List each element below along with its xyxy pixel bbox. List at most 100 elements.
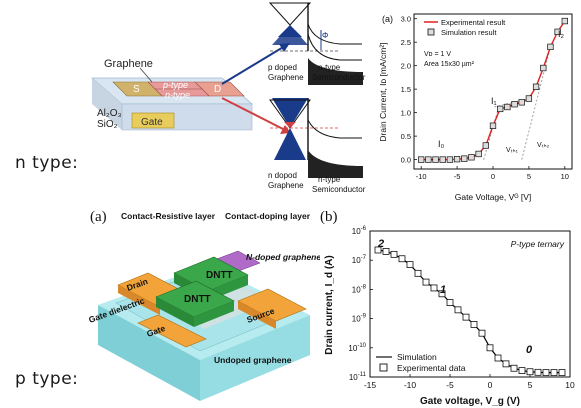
series-experimental-point	[478, 329, 486, 337]
chart-bottom-frame	[369, 230, 571, 378]
p-type-label: p-type	[162, 80, 188, 90]
n-type-device-figure: Graphene S D p-type n-type Al₂O₃ SiO₂ Ga…	[90, 2, 366, 194]
series-experimental-point	[438, 290, 446, 298]
bottom-panel-b: (b)	[320, 209, 338, 225]
guide-vth1	[483, 106, 500, 160]
n-doped-graphene-label: N-doped graphene	[246, 252, 320, 262]
band-diagram-n-doped	[269, 98, 363, 178]
series-simulation-point	[482, 142, 489, 149]
series-simulation-point	[489, 122, 497, 129]
condition-area: Area 15x30 µm²	[424, 61, 475, 68]
series-experimental-point	[502, 360, 510, 368]
series-simulation-point	[475, 150, 482, 158]
band2-right-label2: Semiconductor	[312, 185, 366, 194]
series-simulation-point	[525, 95, 533, 102]
series-experimental-point	[390, 250, 398, 258]
level-2-label: 2	[377, 238, 384, 250]
n-type-label: n type:	[15, 153, 79, 173]
drain-electrode-side	[118, 285, 160, 315]
series-simulation-point	[504, 103, 511, 111]
series-experimental-point	[534, 368, 542, 376]
arrow-to-top-band	[221, 45, 286, 85]
dntt-label-front: DNTT	[184, 294, 211, 305]
drain-label: D	[214, 84, 221, 95]
series-simulation-point	[547, 43, 554, 51]
band2-left-label2: Graphene	[268, 181, 304, 190]
series-simulation-point	[554, 28, 561, 35]
series-experimental-point	[462, 313, 470, 321]
contact-resistive-label: Contact-Resistive layer	[121, 211, 216, 221]
band1-left-label1: p doped	[268, 63, 297, 72]
series-simulation-point	[468, 154, 475, 161]
label-vth2: Vₜₕ₂	[537, 142, 550, 149]
y-tick-label: 1.5	[401, 85, 411, 94]
legend-marker-text: Simulation result	[441, 28, 497, 37]
band-diagram-p-doped: Φ	[268, 2, 363, 85]
y-tick-label: 10-6	[352, 226, 367, 236]
x-tick-label: 0	[491, 172, 495, 181]
condition-vd: Vᴅ = 1 V	[424, 51, 451, 58]
graphene-label: Graphene	[104, 58, 153, 70]
x-tick-label: 5	[527, 172, 531, 181]
series-experimental-point	[406, 261, 414, 268]
legend-exp-swatch	[379, 363, 388, 372]
bottom-panel-a: (a)	[90, 209, 107, 225]
legend-line-text: Experimental result	[441, 18, 506, 27]
series-experimental-point	[454, 306, 462, 314]
series-simulation-point	[418, 156, 425, 163]
dntt-label-back: DNTT	[206, 270, 233, 281]
dntt-block-front-front	[194, 301, 234, 327]
series-experimental-point	[430, 284, 438, 292]
series-simulation-point	[511, 101, 518, 108]
band1-left-label2: Graphene	[268, 73, 304, 82]
band1-right-label2: Semiconductor	[312, 73, 366, 82]
label-i2: I₂	[558, 29, 565, 39]
y-tick-label: 2.0	[401, 62, 411, 71]
chart-bottom-marks	[374, 246, 566, 377]
device-left-face	[92, 78, 122, 130]
series-simulation-point	[518, 99, 525, 106]
y-tick-label: 0.5	[401, 132, 411, 141]
p-type-label: p type:	[15, 369, 79, 389]
series-experimental-point	[510, 364, 518, 372]
series-simulation-point	[439, 156, 446, 163]
x-tick-label: 10	[561, 172, 569, 181]
graphene-leader	[139, 67, 153, 83]
y-tick-label: 3.0	[401, 15, 411, 24]
series-simulation-point	[561, 17, 568, 25]
y-tick-label: 2.5	[401, 38, 411, 47]
y-tick-label: 10-9	[352, 314, 367, 324]
chart-top-marks	[418, 17, 568, 163]
gate-label: Gate	[141, 117, 163, 128]
y-tick-label: 0.0	[401, 156, 411, 165]
legend-exp-text: Experimental data	[397, 363, 466, 373]
label-i1: I₁	[491, 96, 497, 106]
chart-bottom-xlabel: Gate voltage, V_g (V)	[420, 396, 520, 407]
sio2-label: SiO₂	[97, 119, 118, 130]
series-experimental-point	[414, 269, 422, 277]
band2-right-label1: n-type	[318, 175, 341, 184]
x-tick-label: 0	[488, 380, 493, 390]
chart-bottom-inset-label: P-type ternary	[511, 239, 565, 249]
series-experimental-point	[550, 369, 558, 377]
x-tick-label: -15	[364, 380, 377, 390]
label-i0: I₀	[438, 139, 445, 149]
series-experimental-point	[518, 367, 526, 374]
series-simulation-point	[446, 156, 454, 163]
series-experimental-point	[526, 368, 534, 376]
substrate-right	[200, 315, 310, 401]
series-experimental-point	[494, 354, 502, 362]
series-simulation-point	[461, 155, 468, 162]
source-label: S	[133, 84, 140, 95]
level-1-label: 1	[440, 284, 446, 296]
undoped-graphene-label: Undoped graphene	[214, 355, 292, 365]
x-tick-label: -10	[416, 172, 427, 181]
y-tick-label: 10-11	[349, 372, 367, 382]
series-experimental-point	[374, 246, 382, 254]
dntt-block-front-side	[156, 297, 194, 327]
y-tick-label: 10-10	[348, 343, 366, 353]
